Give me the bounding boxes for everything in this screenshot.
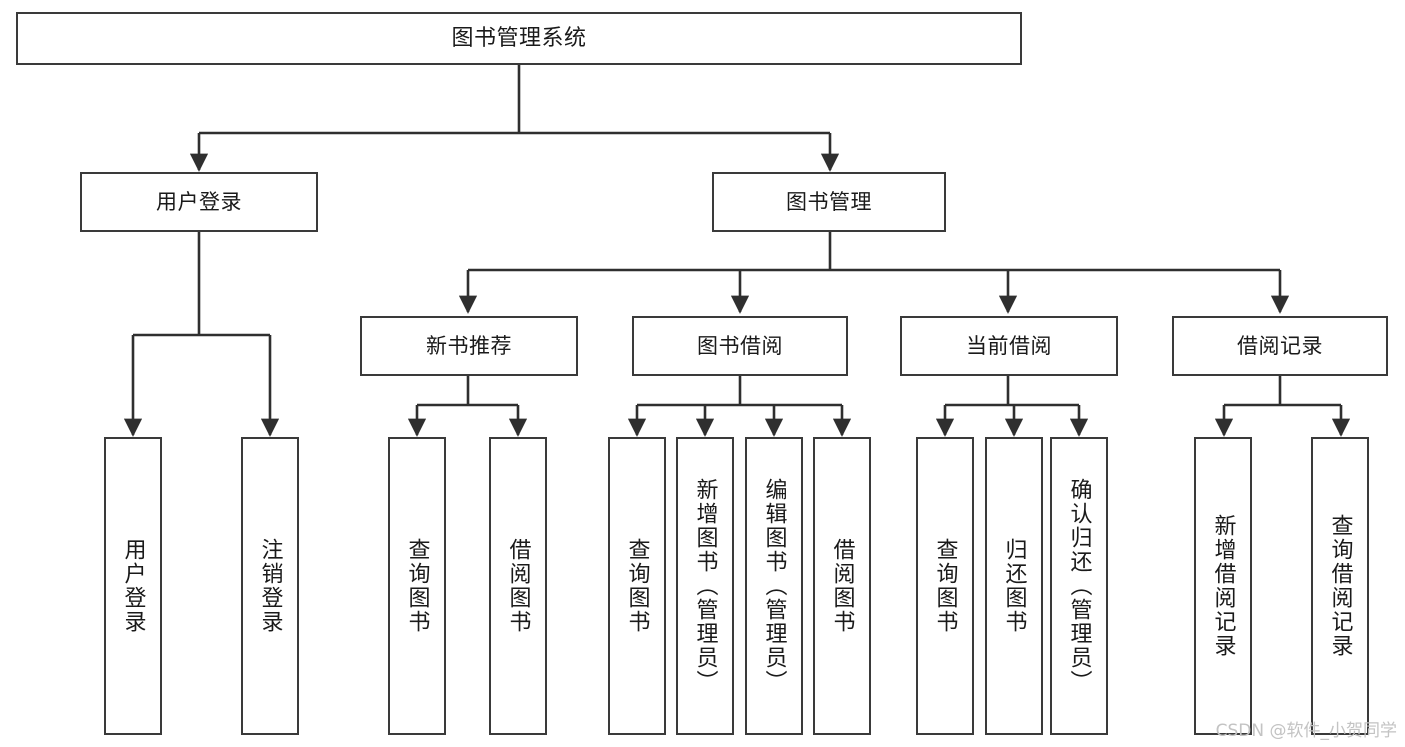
node-leaf-record-query[interactable]: 查询借阅记录 bbox=[1311, 437, 1369, 735]
node-leaf-borrow-query-book-label: 查询图书 bbox=[624, 538, 650, 634]
node-user-login[interactable]: 用户登录 bbox=[80, 172, 318, 232]
node-new-book-recommend[interactable]: 新书推荐 bbox=[360, 316, 578, 376]
node-leaf-new-query-book-label: 查询图书 bbox=[404, 538, 430, 634]
node-leaf-borrow-add-book[interactable]: 新增图书（管理员） bbox=[676, 437, 734, 735]
node-leaf-borrow-lend-book[interactable]: 借阅图书 bbox=[813, 437, 871, 735]
node-root[interactable]: 图书管理系统 bbox=[16, 12, 1022, 65]
node-borrow-records-label: 借阅记录 bbox=[1237, 333, 1323, 358]
node-book-management[interactable]: 图书管理 bbox=[712, 172, 946, 232]
node-book-management-label: 图书管理 bbox=[786, 189, 872, 214]
node-leaf-user-logout-label: 注销登录 bbox=[257, 538, 283, 634]
node-current-borrow-label: 当前借阅 bbox=[966, 333, 1052, 358]
node-leaf-new-borrow-book[interactable]: 借阅图书 bbox=[489, 437, 547, 735]
node-leaf-current-query-book[interactable]: 查询图书 bbox=[916, 437, 974, 735]
node-leaf-borrow-lend-book-label: 借阅图书 bbox=[829, 538, 855, 634]
node-leaf-current-return-book-label: 归还图书 bbox=[1001, 538, 1027, 634]
node-user-login-label: 用户登录 bbox=[156, 189, 242, 214]
node-leaf-borrow-query-book[interactable]: 查询图书 bbox=[608, 437, 666, 735]
node-leaf-record-add-label: 新增借阅记录 bbox=[1210, 514, 1236, 658]
node-book-borrow[interactable]: 图书借阅 bbox=[632, 316, 848, 376]
node-leaf-record-query-label: 查询借阅记录 bbox=[1327, 514, 1353, 658]
node-borrow-records[interactable]: 借阅记录 bbox=[1172, 316, 1388, 376]
node-leaf-borrow-edit-book-label: 编辑图书（管理员） bbox=[761, 478, 787, 694]
node-leaf-user-login[interactable]: 用户登录 bbox=[104, 437, 162, 735]
node-leaf-current-confirm-return-label: 确认归还（管理员） bbox=[1066, 478, 1092, 694]
node-new-book-recommend-label: 新书推荐 bbox=[426, 333, 512, 358]
node-leaf-record-add[interactable]: 新增借阅记录 bbox=[1194, 437, 1252, 735]
node-leaf-current-return-book[interactable]: 归还图书 bbox=[985, 437, 1043, 735]
node-leaf-user-logout[interactable]: 注销登录 bbox=[241, 437, 299, 735]
node-leaf-current-query-book-label: 查询图书 bbox=[932, 538, 958, 634]
node-root-label: 图书管理系统 bbox=[451, 25, 587, 51]
node-leaf-current-confirm-return[interactable]: 确认归还（管理员） bbox=[1050, 437, 1108, 735]
node-leaf-new-borrow-book-label: 借阅图书 bbox=[505, 538, 531, 634]
node-current-borrow[interactable]: 当前借阅 bbox=[900, 316, 1118, 376]
csdn-watermark: CSDN @软件_小贺同学 bbox=[1215, 721, 1397, 741]
node-leaf-borrow-add-book-label: 新增图书（管理员） bbox=[692, 478, 718, 694]
node-leaf-borrow-edit-book[interactable]: 编辑图书（管理员） bbox=[745, 437, 803, 735]
node-book-borrow-label: 图书借阅 bbox=[697, 333, 783, 358]
node-leaf-user-login-label: 用户登录 bbox=[120, 538, 146, 634]
node-leaf-new-query-book[interactable]: 查询图书 bbox=[388, 437, 446, 735]
